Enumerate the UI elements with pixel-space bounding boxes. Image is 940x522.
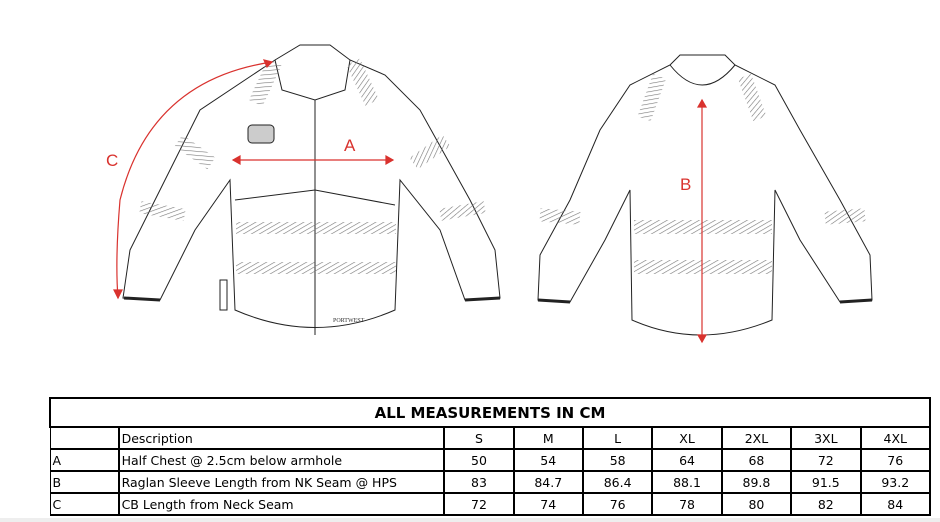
cell: 72 bbox=[790, 448, 862, 472]
back-jacket-drawing bbox=[537, 54, 873, 336]
cell: 76 bbox=[859, 448, 932, 472]
table-header-row: Description S M L XL 2XL 3XL 4XL bbox=[49, 426, 932, 450]
cell: 74 bbox=[512, 492, 584, 516]
cell: 80 bbox=[720, 492, 793, 516]
cell: 83 bbox=[443, 470, 515, 494]
label-b: B bbox=[680, 175, 691, 194]
label-c: C bbox=[106, 151, 118, 170]
row-description: Half Chest @ 2.5cm below armhole bbox=[117, 448, 446, 472]
cell: 82 bbox=[790, 492, 862, 516]
header-size: S bbox=[443, 426, 515, 450]
front-jacket-drawing bbox=[122, 44, 501, 335]
label-a: A bbox=[344, 136, 356, 155]
cell: 88.1 bbox=[651, 470, 723, 494]
table-row: C CB Length from Neck Seam 72 74 76 78 8… bbox=[49, 492, 932, 516]
measurement-arrows bbox=[113, 59, 708, 344]
header-size: M bbox=[512, 426, 584, 450]
header-size: XL bbox=[651, 426, 723, 450]
table-title: ALL MEASUREMENTS IN CM bbox=[49, 397, 931, 428]
bottom-edge bbox=[0, 518, 940, 522]
cell: 89.8 bbox=[720, 470, 793, 494]
cell: 84 bbox=[859, 492, 932, 516]
header-size: 2XL bbox=[720, 426, 793, 450]
cell: 78 bbox=[651, 492, 723, 516]
table-row: A Half Chest @ 2.5cm below armhole 50 54… bbox=[49, 448, 932, 472]
header-size: 3XL bbox=[790, 426, 862, 450]
header-size: 4XL bbox=[859, 426, 932, 450]
row-description: CB Length from Neck Seam bbox=[117, 492, 446, 516]
cell: 58 bbox=[581, 448, 654, 472]
row-description: Raglan Sleeve Length from NK Seam @ HPS bbox=[117, 470, 446, 494]
header-size: L bbox=[581, 426, 654, 450]
measurement-table: ALL MEASUREMENTS IN CM Description S M L… bbox=[49, 397, 932, 516]
table-row: B Raglan Sleeve Length from NK Seam @ HP… bbox=[49, 470, 932, 494]
row-key: B bbox=[49, 470, 120, 494]
header-key bbox=[49, 426, 120, 450]
row-key: A bbox=[49, 448, 120, 472]
header-description: Description bbox=[117, 426, 446, 450]
cell: 64 bbox=[651, 448, 723, 472]
cell: 91.5 bbox=[790, 470, 862, 494]
cell: 50 bbox=[443, 448, 515, 472]
row-key: C bbox=[49, 492, 120, 516]
brand-text: PORTWEST bbox=[333, 318, 365, 324]
cell: 76 bbox=[581, 492, 654, 516]
cell: 68 bbox=[720, 448, 793, 472]
cell: 86.4 bbox=[581, 470, 654, 494]
jacket-diagrams: PORTWEST A B C bbox=[106, 44, 873, 344]
cell: 84.7 bbox=[512, 470, 584, 494]
cell: 54 bbox=[512, 448, 584, 472]
cell: 72 bbox=[443, 492, 515, 516]
cell: 93.2 bbox=[859, 470, 932, 494]
